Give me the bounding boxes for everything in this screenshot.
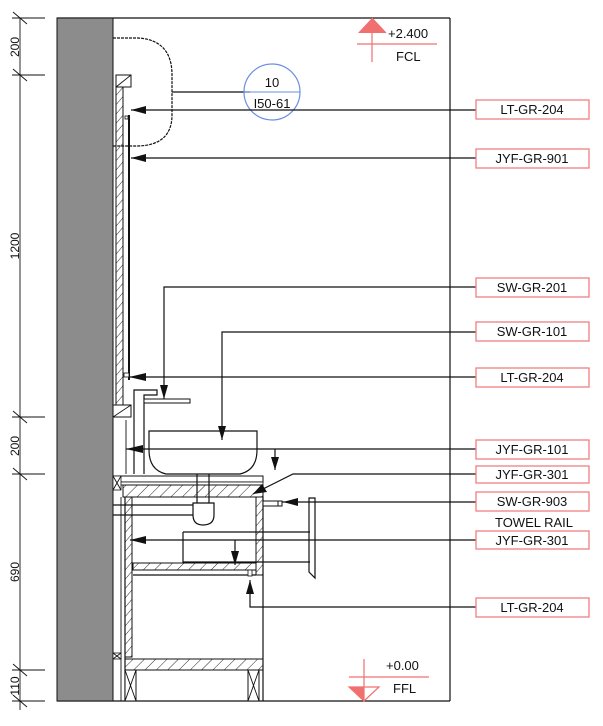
dimension-200-mid: 200 — [8, 436, 22, 456]
countertop — [112, 475, 264, 498]
level-label-ffl: FFL — [393, 681, 416, 696]
dimension-chain: 200 1200 200 690 110 — [8, 11, 45, 710]
tag-label: LT-GR-204 — [500, 102, 563, 117]
tag-jyf-gr-301-lower: JYF-GR-301 — [475, 530, 590, 550]
light-cove-outline — [113, 37, 173, 147]
detail-callout-bubble: 10 I50-61 — [243, 63, 301, 121]
tag-label: SW-GR-201 — [497, 280, 568, 295]
tag-label: LT-GR-204 — [500, 370, 563, 385]
tag-label: LT-GR-204 — [500, 600, 563, 615]
basin — [148, 430, 258, 475]
towel-rail — [262, 497, 316, 580]
level-value-ffl: +0.00 — [386, 658, 419, 673]
tag-label: SW-GR-903 — [497, 494, 568, 509]
level-marker-fcl: +2.400 FCL — [357, 17, 437, 64]
tag-lt-gr-204-top: LT-GR-204 — [475, 99, 590, 120]
vanity-cabinet — [112, 496, 310, 702]
tag-lt-gr-204-bottom: LT-GR-204 — [475, 597, 590, 618]
dimension-1200: 1200 — [8, 232, 22, 259]
tag-sw-gr-903: SW-GR-903 TOWEL RAIL — [475, 491, 590, 530]
tag-sw-gr-101: SW-GR-101 — [475, 321, 590, 342]
tag-label: JYF-GR-901 — [496, 151, 569, 166]
tag-note-towel-rail: TOWEL RAIL — [495, 515, 573, 530]
tag-label: JYF-GR-101 — [496, 442, 569, 457]
faucet — [125, 389, 191, 474]
leader-lines — [126, 106, 476, 608]
level-label-fcl: FCL — [396, 49, 421, 64]
tag-label: SW-GR-101 — [497, 324, 568, 339]
tag-sw-gr-201: SW-GR-201 — [475, 277, 590, 298]
mirror-panel — [112, 74, 132, 418]
tag-jyf-gr-301-upper: JYF-GR-301 — [475, 465, 590, 484]
dimension-200-top: 200 — [8, 37, 22, 57]
tag-jyf-gr-101: JYF-GR-101 — [475, 439, 590, 460]
concrete-wall — [56, 17, 114, 702]
tag-lt-gr-204-mid: LT-GR-204 — [475, 367, 590, 388]
level-value-fcl: +2.400 — [388, 26, 428, 41]
tag-label: JYF-GR-301 — [496, 533, 569, 548]
tag-jyf-gr-901: JYF-GR-901 — [475, 148, 590, 169]
detail-number: 10 — [265, 75, 279, 90]
level-marker-ffl: +0.00 FFL — [347, 658, 429, 702]
detail-sheet: I50-61 — [254, 96, 291, 111]
dimension-690: 690 — [8, 562, 22, 582]
tag-label: JYF-GR-301 — [496, 467, 569, 482]
dimension-110: 110 — [8, 676, 22, 695]
